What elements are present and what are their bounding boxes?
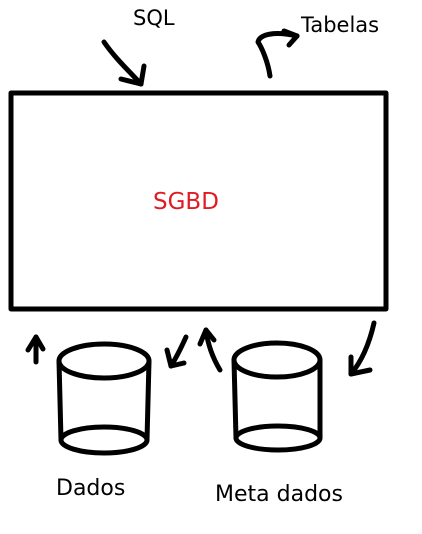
arrow-down-to-dados-icon xyxy=(164,334,189,369)
arrow-down-right-icon xyxy=(348,320,377,377)
dados-label: Dados xyxy=(56,476,126,501)
arrow-tabelas-out-icon xyxy=(255,28,300,79)
sgbd-label: SGBD xyxy=(153,189,219,215)
meta-dados-label: Meta dados xyxy=(215,482,343,507)
sql-label: SQL xyxy=(133,6,175,30)
cylinder-dados-icon xyxy=(56,341,152,456)
cylinder-meta-dados-icon xyxy=(231,340,323,453)
sgbd-box xyxy=(8,90,389,312)
arrow-sql-in-icon xyxy=(101,39,147,87)
arrow-up-left-icon xyxy=(25,334,46,365)
tabelas-label: Tabelas xyxy=(301,13,380,37)
arrow-up-from-meta-icon xyxy=(197,327,223,373)
